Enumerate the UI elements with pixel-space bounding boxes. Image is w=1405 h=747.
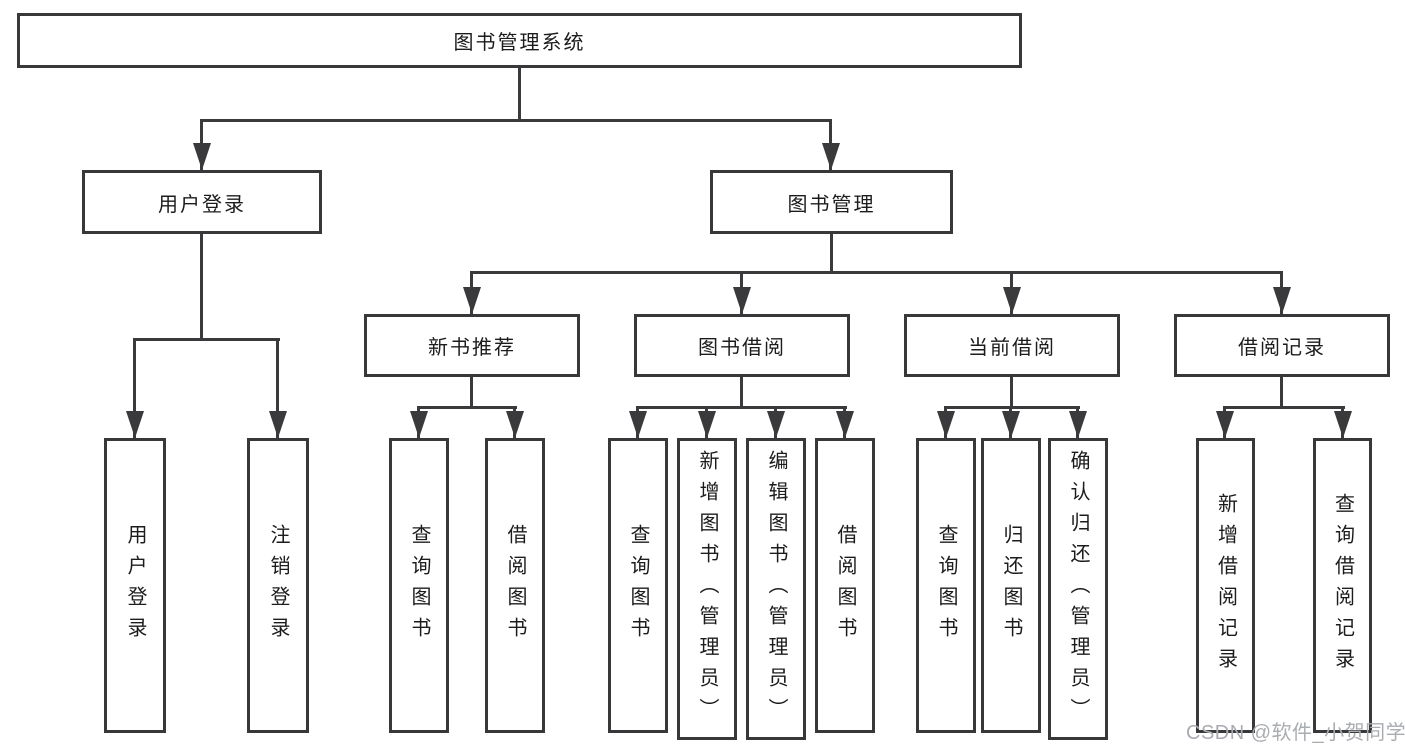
node-user-login-label: 用户登录	[158, 193, 246, 216]
leaf-add-borrow-record: 新增借阅记录	[1196, 438, 1255, 733]
leaf-user-login: 用户登录	[104, 438, 166, 733]
leaf-edit-books-admin: 编辑图书（管理员）	[746, 438, 806, 740]
connector-book-management-stub	[830, 234, 833, 271]
node-current-borrow: 当前借阅	[904, 314, 1120, 377]
arrow-to-new-book-recommend	[462, 271, 482, 314]
arrow-to-search-books-1	[409, 406, 429, 438]
arrow-to-current-borrow	[1002, 271, 1022, 314]
arrow-to-return-books	[1001, 406, 1021, 438]
leaf-logout: 注销登录	[247, 438, 309, 733]
arrow-to-borrow-records	[1272, 271, 1292, 314]
node-book-management-label: 图书管理	[787, 193, 876, 216]
leaf-add-borrow-record-label: 新增借阅记录	[1214, 492, 1237, 679]
arrow-to-leaf-user-login	[125, 338, 145, 438]
leaf-search-books-3: 查询图书	[916, 438, 976, 733]
leaf-user-login-label: 用户登录	[124, 523, 146, 648]
leaf-search-books-2: 查询图书	[608, 438, 668, 733]
leaf-return-books-label: 归还图书	[1000, 523, 1022, 648]
connector-book-borrow-stub	[740, 377, 743, 406]
leaf-return-books: 归还图书	[981, 438, 1041, 733]
leaf-search-books-2-label: 查询图书	[627, 523, 649, 648]
leaf-confirm-return-admin-label: 确认归还（管理员）	[1067, 449, 1089, 729]
arrow-to-add-books-admin	[697, 406, 717, 438]
node-book-management: 图书管理	[710, 170, 953, 234]
arrow-to-add-borrow-record	[1215, 406, 1235, 438]
connector-borrow-records-hline	[1223, 406, 1345, 409]
connector-book-management-hline	[470, 271, 1283, 274]
arrow-to-borrow-books-2	[835, 406, 855, 438]
connector-new-book-recommend-hline	[417, 406, 517, 409]
arrow-to-confirm-return-admin	[1068, 406, 1088, 438]
connector-root-hline	[200, 119, 832, 122]
leaf-add-books-admin: 新增图书（管理员）	[677, 438, 737, 740]
arrow-to-book-borrow	[732, 271, 752, 314]
leaf-logout-label: 注销登录	[267, 523, 289, 648]
connector-user-login-hline	[133, 338, 280, 341]
leaf-search-books-1: 查询图书	[389, 438, 449, 733]
arrow-to-book-management	[821, 119, 841, 170]
csdn-watermark: CSDN @软件_小贺同学	[1186, 722, 1405, 744]
arrow-to-search-books-3	[936, 406, 956, 438]
connector-root-stub	[518, 68, 521, 119]
leaf-search-books-1-label: 查询图书	[408, 523, 430, 648]
arrow-to-search-borrow-record	[1333, 406, 1353, 438]
node-book-borrow: 图书借阅	[634, 314, 850, 377]
arrow-to-search-books-2	[628, 406, 648, 438]
node-book-borrow-label: 图书借阅	[698, 337, 786, 359]
node-new-book-recommend: 新书推荐	[364, 314, 580, 377]
leaf-add-books-admin-label: 新增图书（管理员）	[696, 449, 718, 729]
leaf-confirm-return-admin: 确认归还（管理员）	[1048, 438, 1108, 740]
connector-current-borrow-hline	[944, 406, 1080, 409]
leaf-search-books-3-label: 查询图书	[935, 523, 957, 648]
node-user-login: 用户登录	[82, 170, 322, 234]
arrow-to-borrow-books-1	[505, 406, 525, 438]
node-borrow-records: 借阅记录	[1174, 314, 1390, 377]
leaf-edit-books-admin-label: 编辑图书（管理员）	[765, 449, 787, 729]
arrow-to-edit-books-admin	[766, 406, 786, 438]
connector-book-borrow-hline	[636, 406, 847, 409]
node-library-management-system-label: 图书管理系统	[453, 32, 586, 54]
connector-current-borrow-stub	[1010, 377, 1013, 406]
leaf-borrow-books-1-label: 借阅图书	[504, 523, 526, 648]
leaf-borrow-books-2-label: 借阅图书	[834, 523, 856, 648]
arrow-to-leaf-logout	[268, 338, 288, 438]
leaf-search-borrow-record-label: 查询借阅记录	[1331, 492, 1354, 679]
arrow-to-user-login	[192, 119, 212, 170]
node-current-borrow-label: 当前借阅	[968, 337, 1056, 359]
leaf-search-borrow-record: 查询借阅记录	[1313, 438, 1372, 733]
node-new-book-recommend-label: 新书推荐	[428, 337, 516, 359]
leaf-borrow-books-1: 借阅图书	[485, 438, 545, 733]
leaf-borrow-books-2: 借阅图书	[815, 438, 875, 733]
connector-user-login-stub	[200, 234, 203, 338]
node-borrow-records-label: 借阅记录	[1238, 337, 1326, 359]
node-library-management-system: 图书管理系统	[17, 13, 1022, 68]
connector-borrow-records-stub	[1280, 377, 1283, 406]
connector-new-book-recommend-stub	[470, 377, 473, 406]
